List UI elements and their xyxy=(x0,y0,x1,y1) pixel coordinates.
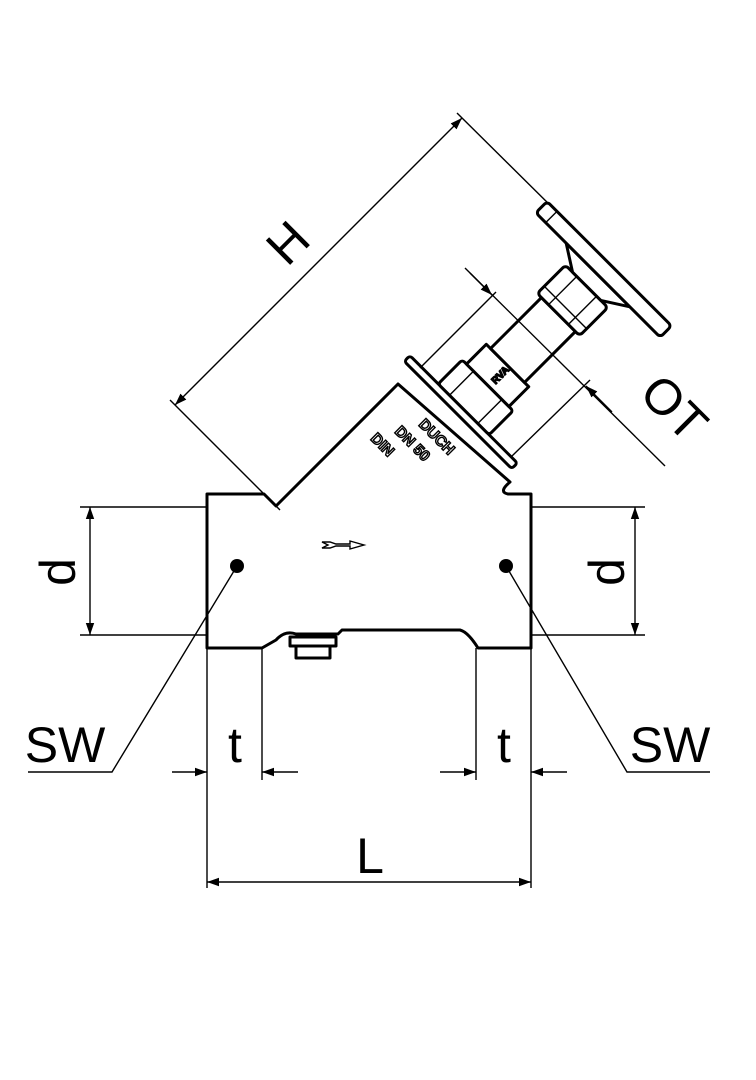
label-d-left: d xyxy=(30,558,86,586)
dimension-d-right: d xyxy=(531,506,645,636)
label-sw-left: SW xyxy=(25,717,106,773)
leader-sw-right: SW xyxy=(505,565,711,773)
dimension-t-left: t xyxy=(172,648,298,888)
label-ot: OT xyxy=(630,364,719,453)
handwheel xyxy=(535,201,672,338)
label-d-right: d xyxy=(579,558,635,586)
label-l: L xyxy=(356,828,384,884)
valve-body xyxy=(205,382,533,650)
flow-direction-arrow-icon xyxy=(321,540,367,550)
dimension-d-left: d xyxy=(30,506,207,636)
leader-sw-left: SW xyxy=(25,565,238,773)
dimension-l: L xyxy=(207,828,531,887)
label-h: H xyxy=(255,210,320,275)
dimension-t-right: t xyxy=(440,648,567,888)
drain-plug xyxy=(288,635,338,660)
label-t-left: t xyxy=(228,717,242,773)
label-sw-right: SW xyxy=(630,717,711,773)
label-t-right: t xyxy=(497,717,511,773)
